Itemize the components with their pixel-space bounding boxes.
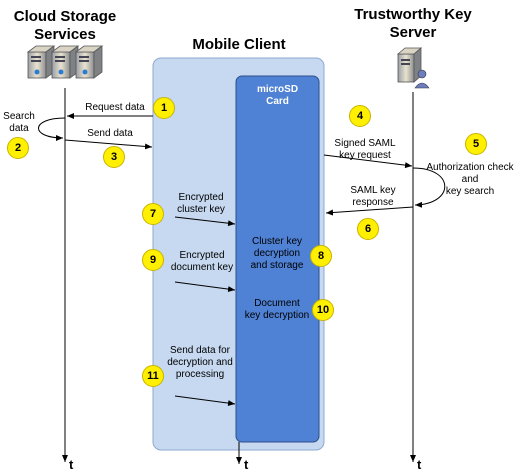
step8-label-line2: decryption bbox=[253, 248, 301, 259]
document-key-arrow bbox=[174, 281, 236, 293]
mobile-client-title: Mobile Client bbox=[192, 36, 286, 53]
step9-label-line2: document key bbox=[170, 262, 234, 273]
step4-label-line1: Signed SAML bbox=[334, 138, 396, 149]
step2-badge: 2 bbox=[7, 137, 29, 159]
cluster-key-arrow bbox=[174, 216, 236, 227]
send-data-arrow bbox=[64, 139, 153, 150]
cloud-title-line1: Cloud Storage bbox=[13, 8, 117, 25]
server-title-line2: Server bbox=[389, 24, 437, 41]
step11-label-line2: decryption and bbox=[167, 357, 233, 368]
step11-label-line1: Send data for bbox=[169, 345, 231, 356]
step8-badge: 8 bbox=[310, 245, 332, 267]
card-title-line1: microSD bbox=[256, 84, 299, 95]
search-loop-arrow bbox=[38, 117, 66, 141]
step7-label-line2: cluster key bbox=[177, 204, 225, 215]
step5-label-line1: Authorization check bbox=[426, 162, 514, 173]
step6-badge: 6 bbox=[357, 218, 379, 240]
step10-label-line1: Document bbox=[254, 298, 300, 309]
step8-label-line1: Cluster key bbox=[251, 236, 302, 247]
step5-label-line2: and bbox=[461, 174, 479, 185]
step2-label-line1: Search bbox=[3, 111, 35, 122]
step7-label-line1: Encrypted bbox=[178, 192, 224, 203]
step9-badge: 9 bbox=[142, 249, 164, 271]
step6-label-line2: response bbox=[352, 197, 394, 208]
step6-label-line1: SAML key bbox=[350, 185, 396, 196]
step11-badge: 11 bbox=[142, 365, 164, 387]
send-for-decryption-arrow bbox=[174, 395, 236, 407]
step5-label-line3: key search bbox=[445, 186, 495, 197]
step1-label: Request data bbox=[85, 102, 145, 113]
server-title-line1: Trustworthy Key bbox=[354, 6, 472, 23]
client-time-label: t bbox=[244, 457, 249, 472]
cloud-time-label: t bbox=[69, 457, 74, 472]
step2-label-line2: data bbox=[9, 123, 29, 134]
cloud-servers-icon bbox=[26, 45, 104, 79]
step3-label: Send data bbox=[87, 128, 133, 139]
saml-request-arrow bbox=[323, 154, 413, 169]
step11-label-line3: processing bbox=[175, 369, 225, 380]
step8-label-line3: and storage bbox=[250, 260, 304, 271]
saml-response-arrow bbox=[325, 206, 414, 216]
step10-label-line2: key decryption bbox=[244, 310, 310, 321]
step1-badge: 1 bbox=[153, 97, 175, 119]
key-server-icon bbox=[396, 47, 430, 89]
cloud-title-line2: Services bbox=[34, 26, 96, 43]
server-time-label: t bbox=[417, 457, 422, 472]
step4-label-line2: key request bbox=[339, 150, 391, 161]
authorization-loop-arrow bbox=[412, 167, 446, 208]
step5-badge: 5 bbox=[465, 133, 487, 155]
step9-label-line1: Encrypted bbox=[179, 250, 225, 261]
step4-badge: 4 bbox=[349, 105, 371, 127]
step3-badge: 3 bbox=[103, 146, 125, 168]
card-title-line2: Card bbox=[266, 96, 289, 107]
step10-badge: 10 bbox=[312, 299, 334, 321]
step7-badge: 7 bbox=[142, 203, 164, 225]
